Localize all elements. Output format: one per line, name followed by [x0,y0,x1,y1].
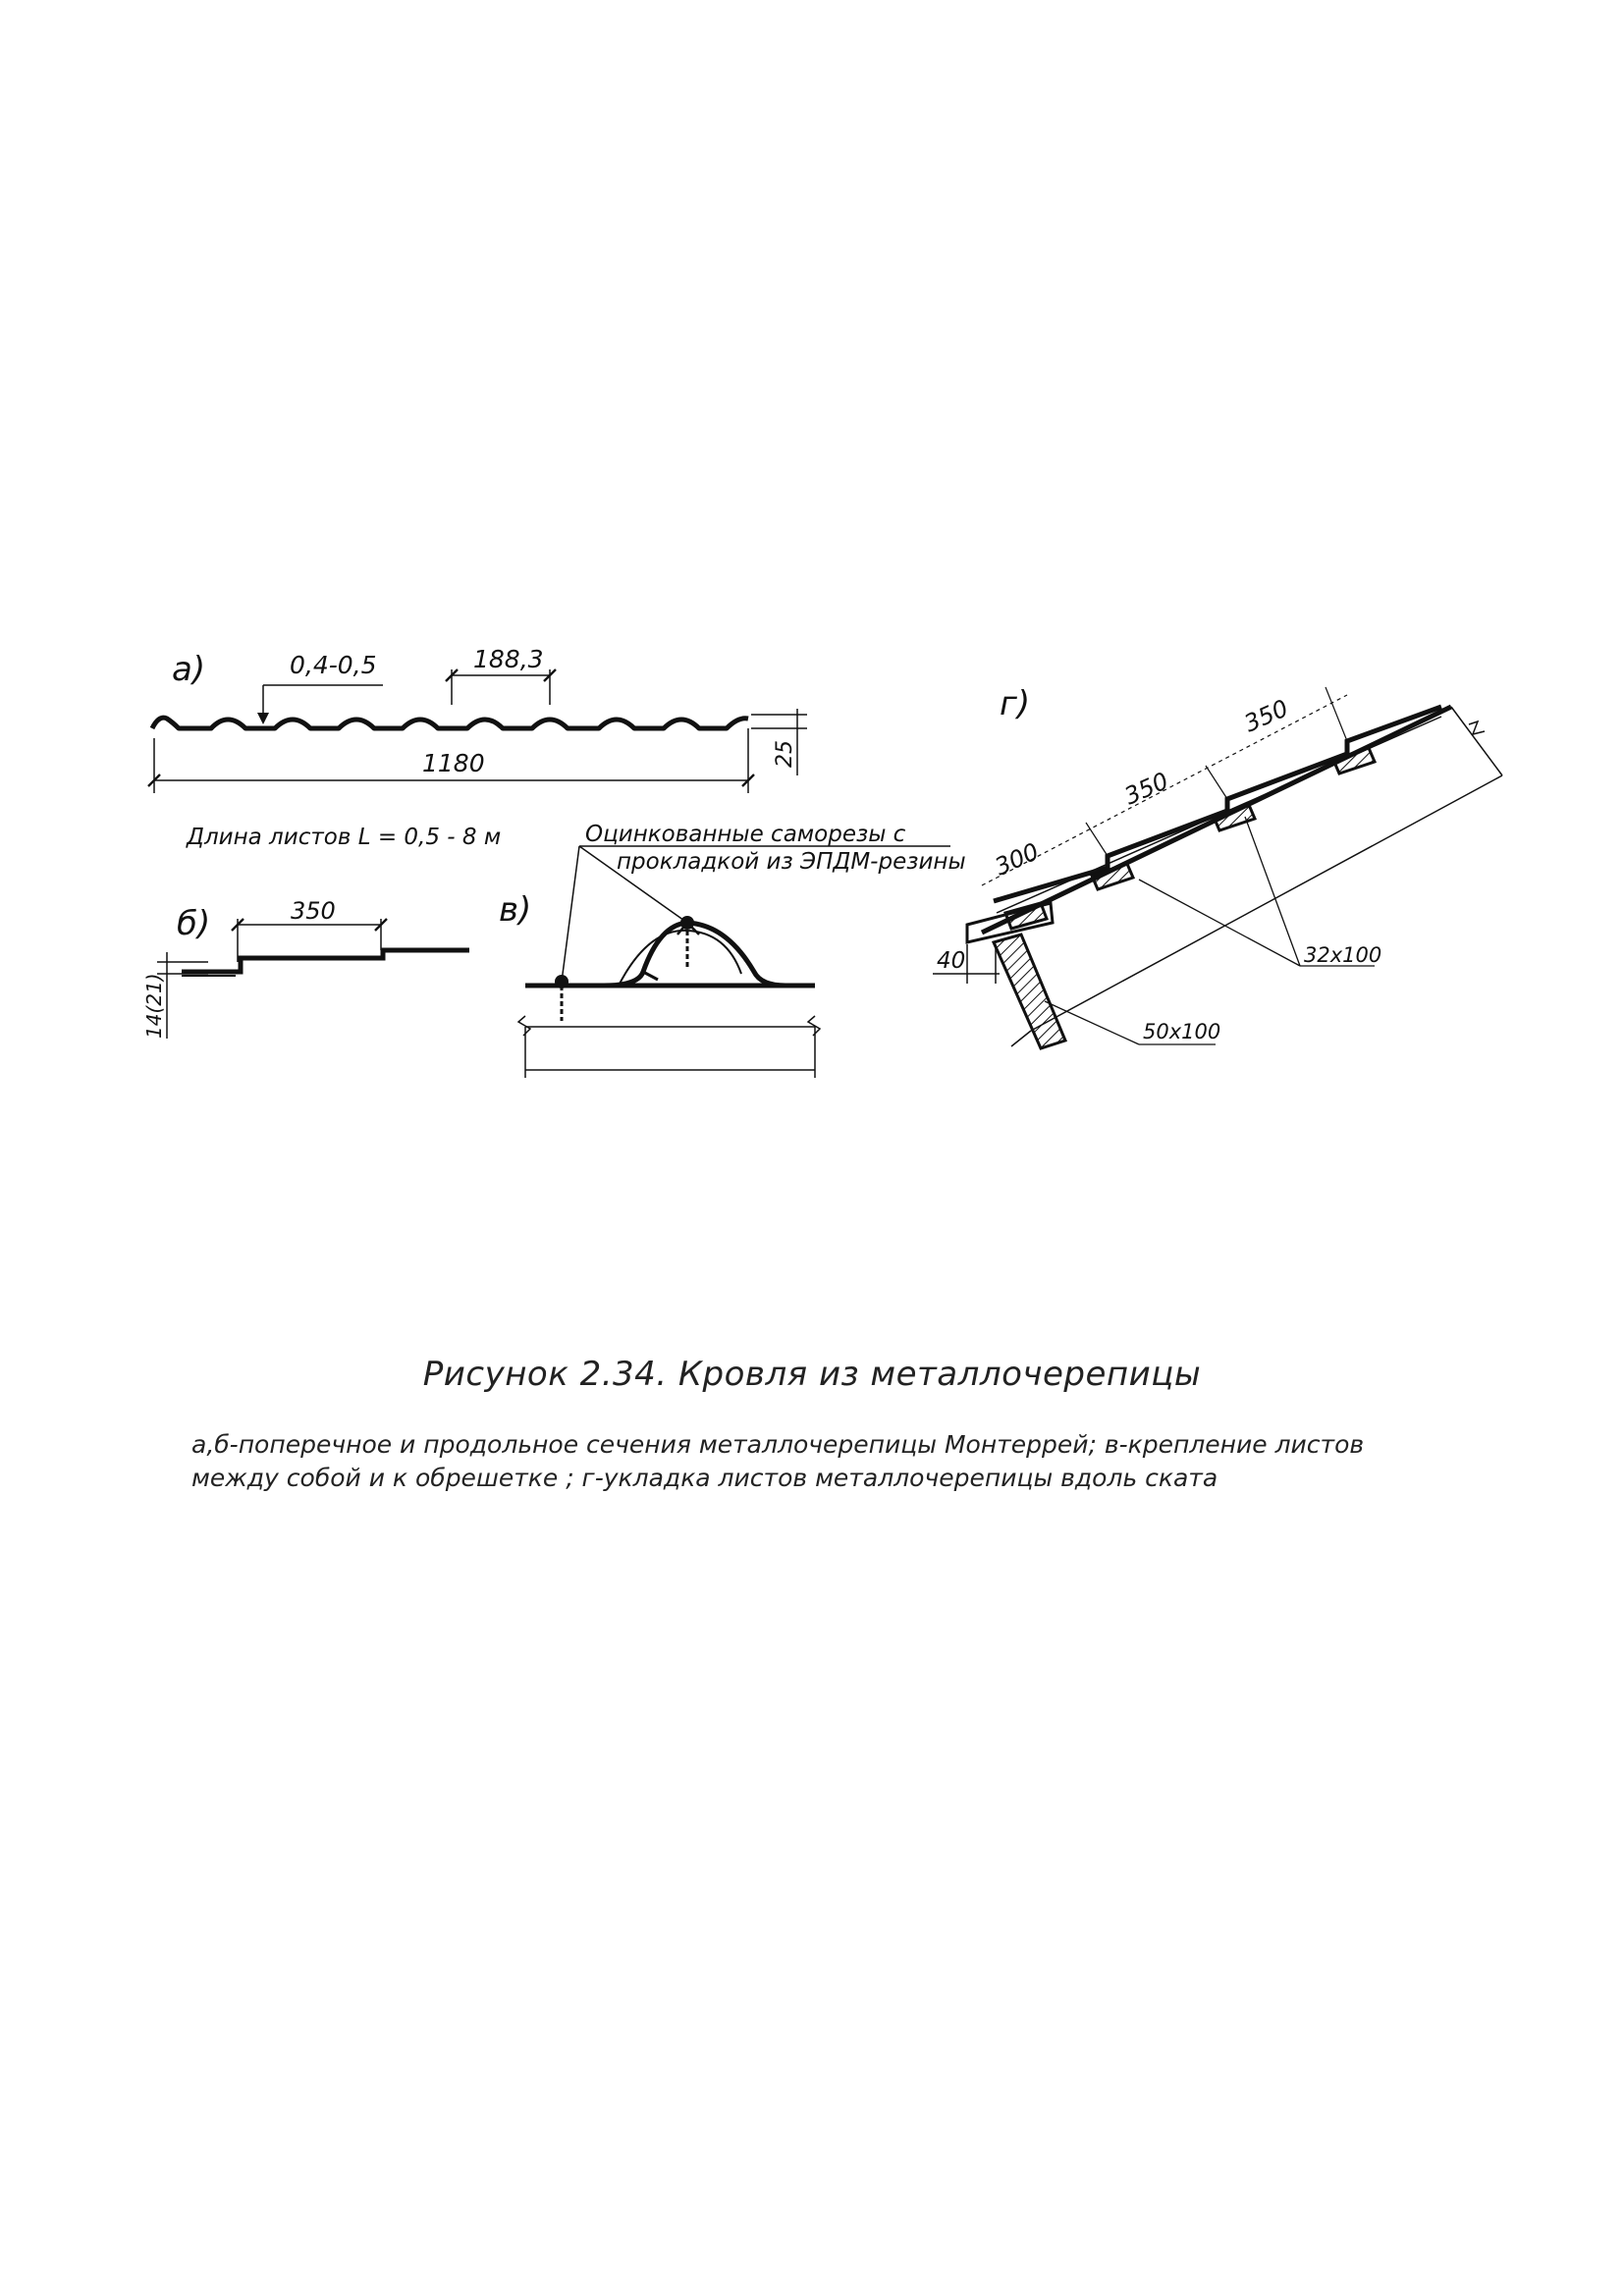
wave-pitch-dim: 188,3 [473,645,544,673]
step-dim: 350 [291,897,336,925]
batten [1089,862,1136,891]
rafter-label: 50х100 [1143,1020,1220,1043]
thickness-dim: 0,4-0,5 [290,651,377,679]
screw-head-icon [555,975,568,988]
figure-description: а,б-поперечное и продольное сечения мета… [191,1428,1497,1495]
panel-b: б) 350 14(21) [142,897,469,1039]
figure-description-line1: а,б-поперечное и продольное сечения мета… [191,1430,1365,1459]
width-dim: 1180 [422,749,485,777]
roof-sheets [993,704,1442,904]
sheet-profile-b [182,947,469,975]
step-height-dim: 14(21) [142,973,166,1039]
batten [1330,746,1378,775]
fastener-note-line2: прокладкой из ЭПДМ-резины [617,849,966,875]
rafter [991,933,1068,1050]
batten-label: 32х100 [1304,943,1381,967]
dim-second: 350 [1120,767,1172,810]
dim-first: 300 [991,837,1043,881]
panel-g-label: г) [1000,684,1030,723]
figure-title: Рисунок 2.34. Кровля из металлочерепицы [422,1355,1202,1394]
panel-b-label: б) [177,904,210,943]
fastener-note-line1: Оцинкованные саморезы с [585,822,906,847]
panel-g: г) 300 350 350 40 [933,684,1503,1050]
panel-v-label: в) [499,890,531,930]
panel-a-label: а) [172,650,205,689]
panel-a: а) 0,4-0,5 188,3 1180 25 Длина листов L … [147,645,807,850]
panel-v: в) Оцинкованные саморезы с прокладкой из… [499,822,966,1078]
figure-description-line2: между собой и к обрешетке ; г-укладка ли… [191,1464,1218,1492]
sheet-profile-a [149,715,749,731]
dim-third: 350 [1240,694,1292,737]
height-dim: 25 [773,740,797,768]
batten [1211,803,1258,832]
overhang-dim: 40 [937,948,965,974]
length-note: Длина листов L = 0,5 - 8 м [186,825,501,850]
